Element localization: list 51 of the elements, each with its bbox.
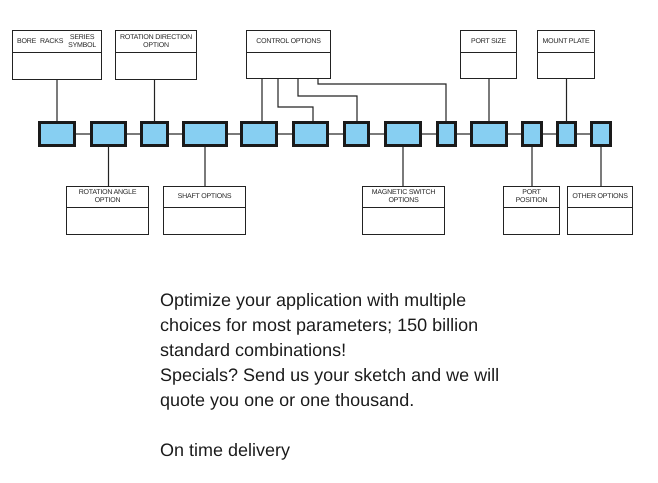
connector-line: [457, 133, 470, 135]
option-card: [460, 30, 517, 79]
option-code-box: [292, 121, 329, 147]
connector-line: [169, 133, 182, 135]
option-code-box: [556, 121, 577, 147]
connector-line: [600, 147, 602, 186]
connector-line: [422, 133, 436, 135]
option-card: [362, 186, 445, 235]
connector-line: [370, 133, 384, 135]
connector-line: [108, 147, 110, 186]
connector-line: [402, 147, 404, 186]
paragraph-text: Optimize your application with multiple choices for most parameters; 150 billion standard combinations!: [160, 289, 480, 362]
option-code-box: [90, 121, 127, 147]
option-code-box: [38, 121, 76, 147]
connector-line: [543, 133, 556, 135]
option-card: [12, 30, 102, 80]
paragraph-text: Specials? Send us your sketch and we will quote you one or one thousand.: [160, 364, 500, 412]
option-code-box: [182, 121, 228, 147]
connector-line: [261, 79, 263, 121]
option-code-box: [384, 121, 422, 147]
option-card: [163, 186, 246, 235]
option-card: [503, 186, 560, 235]
option-card: [537, 30, 595, 79]
option-code-box: [240, 121, 278, 147]
connector-line: [577, 133, 590, 135]
option-code-box: [343, 121, 370, 147]
option-card: [66, 186, 149, 235]
connector-line: [317, 79, 447, 121]
option-code-box: [521, 121, 543, 147]
connector-line: [566, 79, 568, 121]
connector-line: [278, 133, 292, 135]
connector-line: [297, 79, 358, 121]
connector-line: [329, 133, 343, 135]
connector-line: [228, 133, 240, 135]
connector-line: [531, 147, 533, 186]
option-card: [115, 30, 197, 80]
connector-line: [56, 80, 58, 121]
option-card: [246, 30, 331, 79]
connector-line: [76, 133, 90, 135]
option-code-box: [436, 121, 457, 147]
connector-line: [488, 79, 490, 121]
option-card: [567, 186, 633, 235]
connector-line: [277, 79, 314, 121]
option-code-box: [470, 121, 508, 147]
connector-line: [127, 133, 140, 135]
option-code-box: [140, 121, 169, 147]
paragraph-text: On time delivery: [160, 439, 292, 462]
connector-line: [204, 147, 206, 186]
connector-line: [154, 80, 156, 121]
option-code-box: [590, 121, 612, 147]
connector-line: [508, 133, 521, 135]
